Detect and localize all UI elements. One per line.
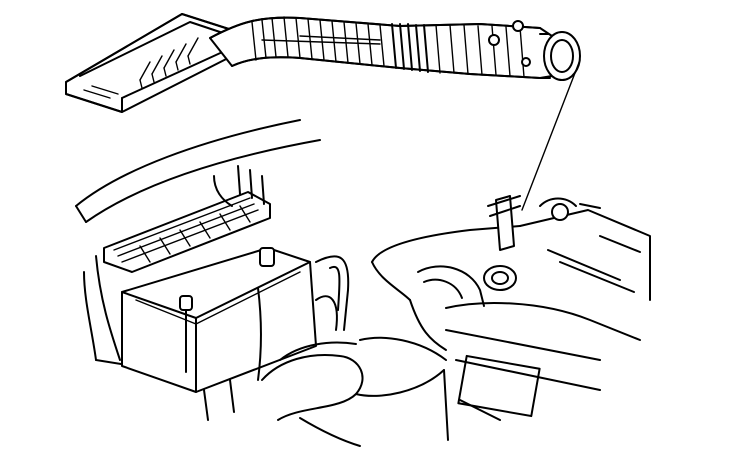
leader-line bbox=[521, 59, 581, 211]
hoses bbox=[261, 255, 447, 447]
battery bbox=[121, 247, 317, 421]
air-cleaner-housing bbox=[65, 13, 241, 113]
battery-hold-down bbox=[103, 165, 271, 273]
air-intake-duct bbox=[209, 16, 553, 79]
throttle-body-connector bbox=[539, 31, 581, 81]
engine-intake bbox=[371, 195, 651, 441]
